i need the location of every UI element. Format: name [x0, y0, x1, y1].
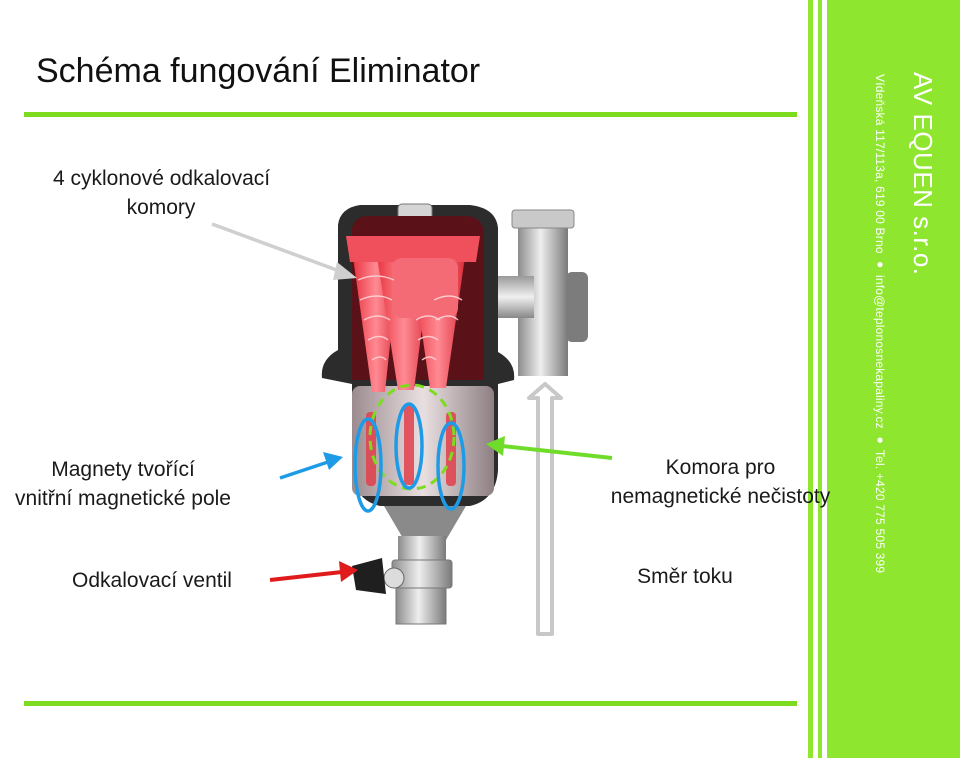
- page-title: Schéma fungování Eliminator: [36, 52, 481, 90]
- label-drain-valve: Odkalovací ventil: [72, 569, 232, 592]
- sidebar-panel: [827, 0, 960, 758]
- company-name: AV EQUEN s.r.o.: [908, 72, 938, 276]
- label-line: nemagnetické nečistoty: [610, 485, 831, 508]
- flow-arrow: [527, 382, 563, 636]
- pointer-arrow-chamber: [486, 436, 613, 460]
- pointer-arrow-valve: [269, 561, 358, 582]
- label-line: vnitřní magnetické pole: [15, 487, 231, 510]
- sidebar-band: [808, 0, 960, 758]
- label-line: komory: [126, 196, 196, 219]
- label-magnets: Magnety tvořící vnitřní magnetické pole: [0, 455, 246, 513]
- magnet-marker: [436, 421, 466, 511]
- cyclone-chambers: [346, 236, 480, 392]
- sidebar-stripe: [808, 0, 813, 758]
- title-divider: [24, 112, 797, 117]
- label-cyclone-chambers: 4 cyklonové odkalovací komory: [53, 164, 271, 222]
- label-line: Komora pro: [665, 456, 776, 479]
- magnet-marker: [394, 402, 424, 490]
- label-line: 4 cyklonové odkalovací: [53, 167, 271, 190]
- valve-handle: [352, 558, 386, 594]
- magnet-marker: [353, 417, 383, 513]
- dirt-chamber-marker: [368, 383, 456, 491]
- sidebar-stripe: [818, 0, 822, 758]
- company-contact: Vídeňská 117/113a, 619 00 Brno ● info@te…: [873, 74, 887, 574]
- label-dirt-chamber: Komora pro nemagnetické nečistoty: [598, 453, 843, 511]
- label-line: Magnety tvořící: [51, 458, 195, 481]
- drain-fitting: [352, 506, 466, 625]
- pointer-arrow-magnets: [279, 452, 343, 480]
- label-flow-direction: Směr toku: [637, 565, 733, 588]
- pointer-arrow-chambers: [211, 222, 357, 280]
- footer-divider: [24, 701, 797, 706]
